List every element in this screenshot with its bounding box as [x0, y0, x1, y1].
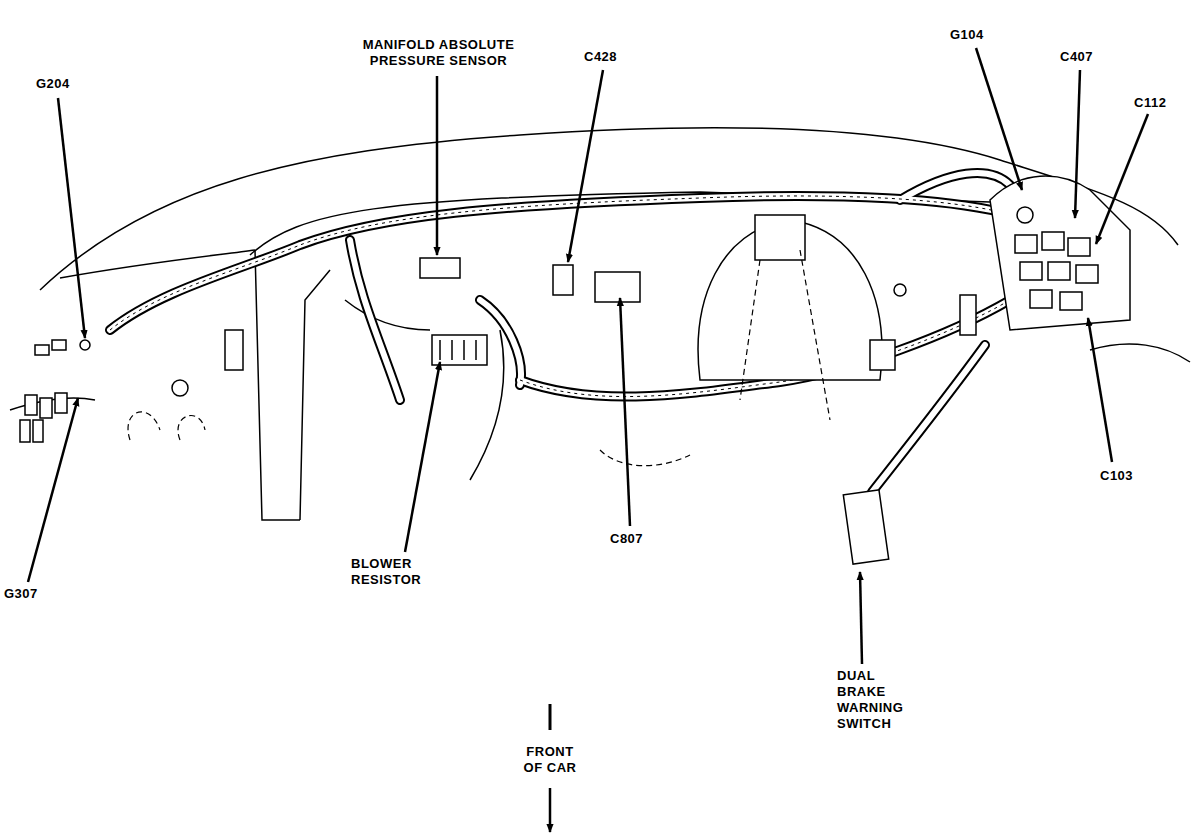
callout-label: G204 — [36, 76, 96, 92]
leader-arrows — [620, 298, 630, 526]
leader-arrows — [436, 76, 439, 255]
callout-label: C103 — [1100, 468, 1160, 484]
components — [33, 420, 43, 442]
hidden-lines — [178, 416, 205, 440]
leader-arrows — [568, 70, 603, 262]
wiring-harness — [350, 240, 400, 400]
components — [595, 272, 640, 302]
components — [420, 258, 460, 278]
components — [894, 284, 906, 296]
components — [451, 340, 453, 360]
callout-label: C428 — [584, 49, 644, 65]
components — [843, 490, 888, 564]
components — [1017, 207, 1033, 223]
wiring-harness — [110, 196, 1010, 397]
callout-label: DUAL BRAKE WARNING SWITCH — [837, 668, 911, 732]
direction-arrow — [549, 704, 552, 730]
components — [432, 335, 487, 365]
components — [35, 345, 49, 355]
components — [40, 398, 52, 418]
components — [463, 340, 465, 360]
body-outline — [345, 300, 430, 330]
hidden-lines — [600, 450, 690, 466]
hidden-lines — [800, 250, 830, 420]
components — [755, 215, 805, 260]
wiring-harness — [110, 173, 1010, 492]
leader-arrows — [1096, 114, 1148, 244]
components — [1068, 238, 1090, 256]
body-outline — [10, 128, 1190, 520]
callout-label: FRONT OF CAR — [518, 744, 582, 776]
leader-arrows — [28, 48, 1148, 832]
leader-arrows — [976, 48, 1022, 190]
components — [1042, 232, 1064, 250]
components — [870, 340, 895, 370]
wiring-harness — [110, 173, 1010, 492]
callout-label: C807 — [610, 531, 670, 547]
components — [55, 393, 67, 413]
components — [1076, 265, 1098, 283]
body-outline — [1090, 344, 1190, 362]
wiring-harness — [110, 173, 1010, 492]
hidden-lines — [128, 412, 160, 440]
leader-arrows — [860, 572, 862, 664]
leader-arrows — [549, 788, 552, 832]
hidden-lines — [128, 250, 830, 466]
components — [172, 380, 188, 396]
leader-arrows — [28, 398, 78, 582]
components — [1030, 290, 1052, 308]
components — [1015, 235, 1037, 253]
components — [25, 395, 37, 415]
callout-label: G307 — [4, 586, 64, 602]
components — [1060, 292, 1082, 310]
leader-arrows — [405, 362, 440, 552]
components — [439, 340, 441, 360]
components — [80, 340, 90, 350]
callout-label: MANIFOLD ABSOLUTE PRESSURE SENSOR — [336, 37, 541, 69]
callout-label: G104 — [950, 27, 1010, 43]
leader-arrows — [1088, 318, 1112, 462]
callout-label: C407 — [1060, 49, 1120, 65]
callout-label: BLOWER RESISTOR — [351, 556, 443, 588]
wiring-harness — [350, 240, 400, 400]
leader-arrows — [58, 98, 85, 338]
components — [990, 176, 1130, 330]
hidden-lines — [740, 260, 760, 400]
components — [52, 340, 66, 350]
components — [960, 295, 976, 335]
components — [1020, 262, 1042, 280]
components — [225, 330, 243, 370]
components — [1048, 262, 1070, 280]
leader-arrows — [1075, 70, 1080, 218]
body-outline — [300, 270, 330, 520]
body-outline — [255, 250, 300, 520]
components — [20, 176, 1130, 564]
components — [20, 420, 30, 442]
components — [475, 340, 477, 360]
callout-label: C112 — [1134, 95, 1194, 111]
components — [553, 265, 573, 295]
